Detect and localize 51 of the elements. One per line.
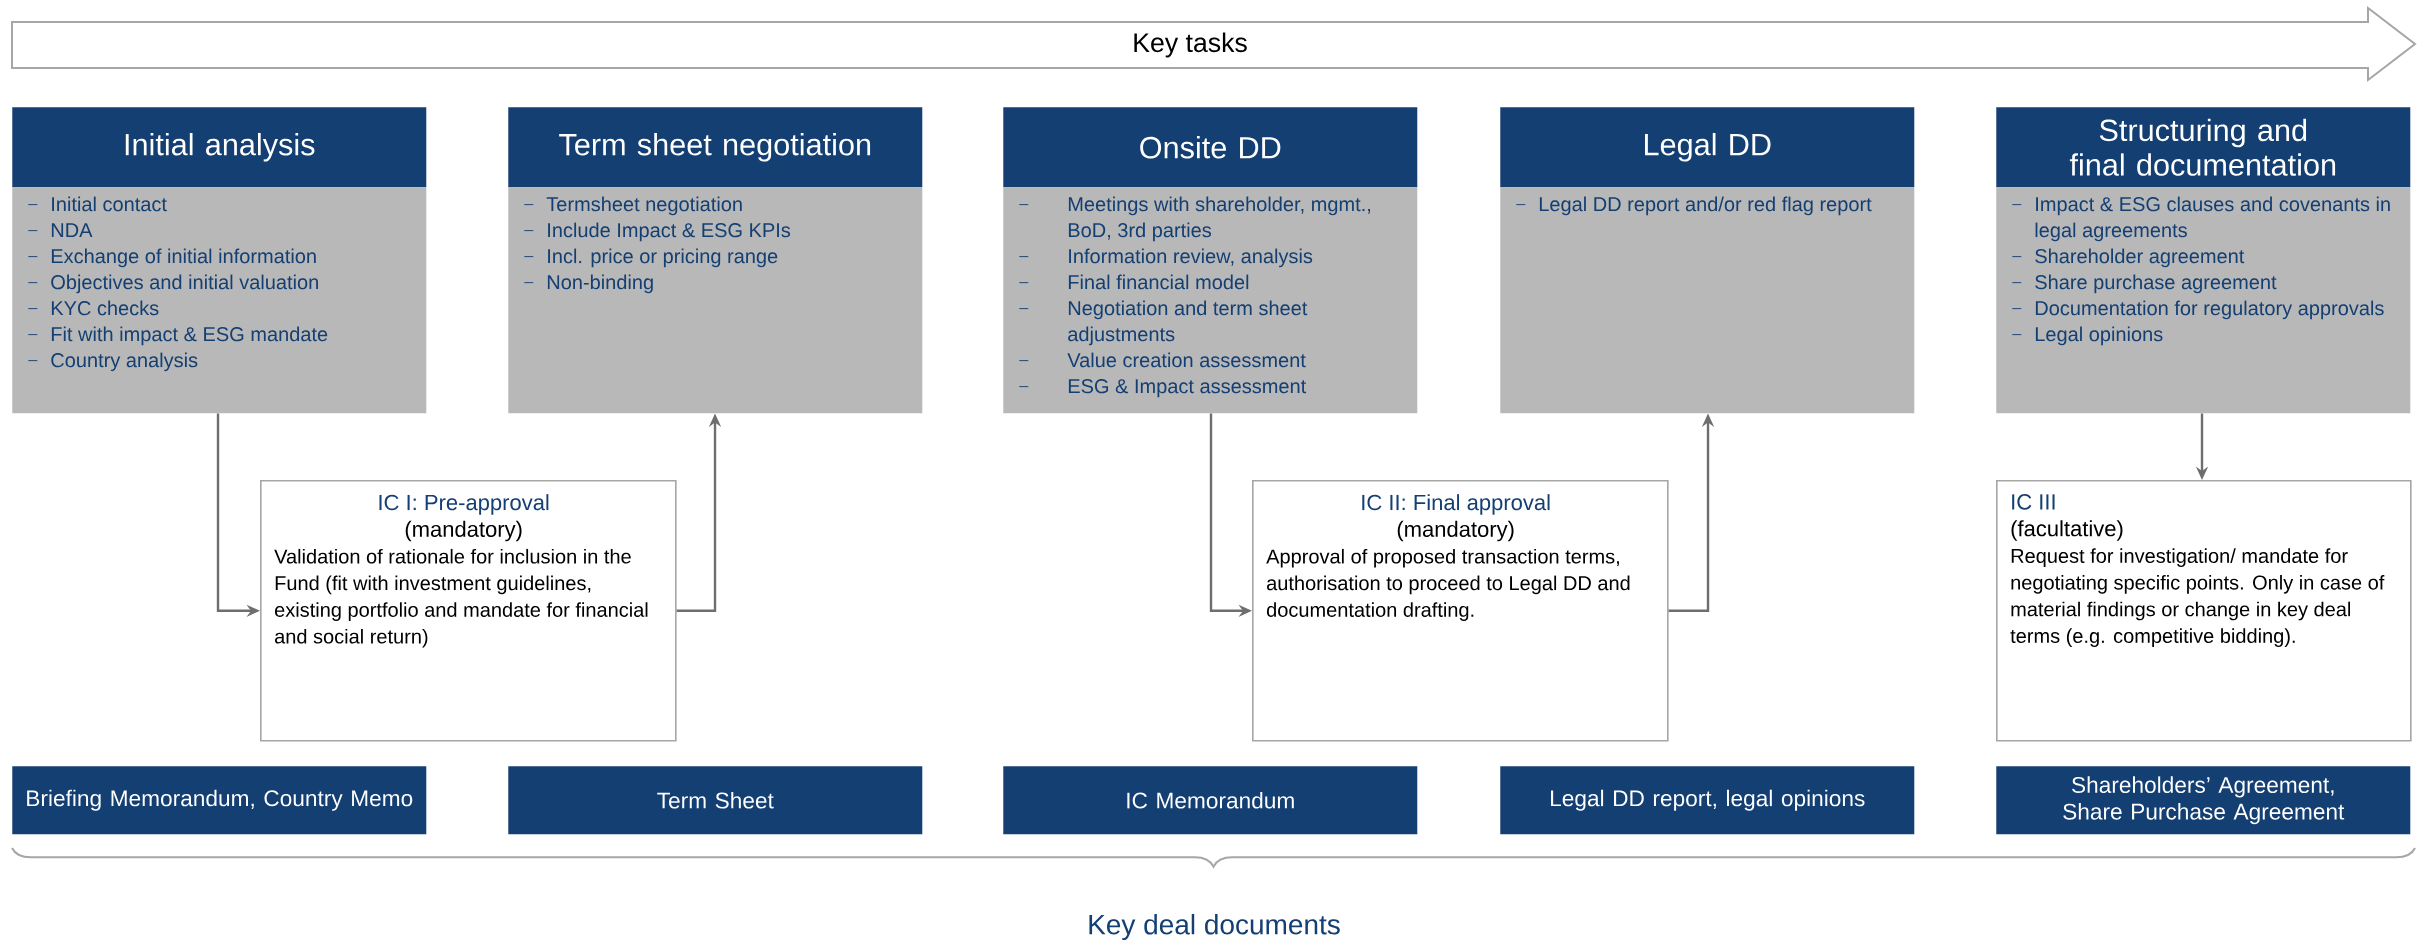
stage-header: Term sheet negotiation xyxy=(508,107,923,188)
list-item: Shareholder agreement xyxy=(2011,248,2245,268)
list-item: Termsheet negotiation xyxy=(523,196,742,216)
stage-header: Initial analysis xyxy=(12,107,427,188)
task-list-panel xyxy=(508,187,923,414)
task-list-panel xyxy=(1996,187,2411,414)
stage-header: Onsite DD xyxy=(1003,107,1418,188)
committee-box xyxy=(1996,480,2412,742)
list-item: Fit with impact & ESG mandate xyxy=(27,326,328,346)
document-box: Term Sheet xyxy=(508,766,923,835)
box-subtitle: (mandatory) xyxy=(405,520,522,542)
list-item: Impact & ESG clauses and covenants in legal agreements xyxy=(2011,196,2390,242)
task-list-panel xyxy=(1003,187,1418,414)
document-box: Legal DD report, legal opinions xyxy=(1500,766,1915,835)
document-box: Briefing Memorandum, Country Memo xyxy=(12,766,427,835)
task-list-panel xyxy=(12,187,427,414)
document-box: Shareholders’ Agreement, Share Purchase Agreement xyxy=(1996,766,2411,835)
committee-box xyxy=(1252,480,1669,742)
list-item: Final financial model xyxy=(1018,274,1249,290)
box-title: IC III xyxy=(2012,494,2055,510)
box-subtitle: (mandatory) xyxy=(1397,520,1514,542)
list-item: KYC checks xyxy=(27,300,159,316)
list-item: ESG & Impact assessment xyxy=(1018,379,1307,398)
task-list-panel xyxy=(1500,187,1915,414)
list-item: Objectives and initial valuation xyxy=(27,274,318,294)
list-item: Legal opinions xyxy=(2011,326,2163,346)
list-item: NDA xyxy=(27,223,93,238)
list-item: Legal DD report and/or red flag report xyxy=(1515,196,1872,216)
box-subtitle: (facultative) xyxy=(2011,520,2123,541)
list-item: Documentation for regulatory approvals xyxy=(2011,300,2384,320)
stage-header: Structuring and final documentation xyxy=(1996,107,2411,188)
list-item: Information review, analysis xyxy=(1018,248,1313,268)
list-item: Meetings with shareholder, mgmt., BoD, 3rd parties xyxy=(1018,196,1370,242)
list-item: Non-binding xyxy=(523,274,653,294)
list-item: Incl. price or pricing range xyxy=(523,248,778,268)
document-box: IC Memorandum xyxy=(1003,766,1418,835)
list-item: Initial contact xyxy=(27,196,167,212)
committee-box xyxy=(260,480,677,742)
box-text: Approval of proposed transaction terms, authorisation to proceed to Legal DD and documentation drafting. xyxy=(1266,548,1630,621)
box-text: Validation of rationale for inclusion in the Fund (fit with investment guidelines, existing portfolio and mandate for financial and social return) xyxy=(274,548,648,648)
stage-header: Legal DD xyxy=(1500,107,1915,188)
box-title: IC I: Pre-approval xyxy=(379,494,549,515)
list-item: Exchange of initial information xyxy=(27,248,316,268)
list-item: Negotiation and term sheet adjustments xyxy=(1018,300,1308,346)
list-item: Country analysis xyxy=(27,352,198,372)
box-title: IC II: Final approval xyxy=(1362,494,1550,515)
section-label: Key deal documents xyxy=(1089,913,1340,941)
list-item: Share purchase agreement xyxy=(2011,274,2277,294)
list-item: Include Impact & ESG KPIs xyxy=(523,222,791,242)
list-item: Value creation assessment xyxy=(1018,352,1306,368)
box-text: Request for investigation/ mandate for negotiating specific points. Only in case of material findings or change in key deal terms (e.g. competitive bidding). xyxy=(2010,548,2385,647)
